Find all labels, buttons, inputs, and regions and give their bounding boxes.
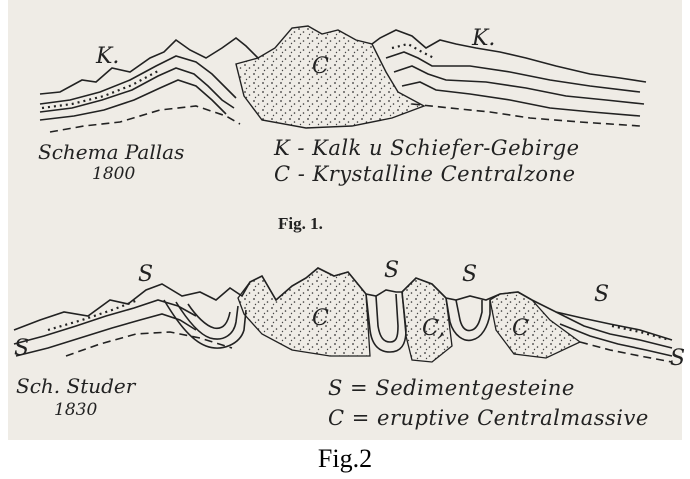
syncline-left-inner <box>188 304 230 328</box>
legend-k-definition: K - Kalk u Schiefer-Gebirge <box>274 136 580 160</box>
figure1-section <box>40 26 646 132</box>
caption-year-1830: 1830 <box>54 400 97 420</box>
label-k-left: K. <box>96 44 119 69</box>
syncline-mid-2-outer <box>446 298 490 340</box>
syncline-mid-2-inner <box>456 300 482 331</box>
figure2-section <box>14 268 672 362</box>
bottom-caption-fig2: Fig.2 <box>0 444 690 474</box>
label-c-right: C <box>512 316 529 341</box>
strata-left-2 <box>40 68 234 112</box>
label-s-edge-right: S <box>670 346 685 371</box>
label-s-right: S <box>594 282 609 307</box>
figure1-label: Fig. 1. <box>278 214 323 234</box>
strata-left-1 <box>40 56 236 104</box>
label-s-edge-left: S <box>14 336 29 361</box>
ridge-outline-left <box>40 38 258 94</box>
strata-fig2-left-dotted <box>48 300 138 330</box>
strata-right-2 <box>394 66 644 104</box>
syncline-mid-1-outer <box>366 292 406 352</box>
caption-year-1800: 1800 <box>92 164 135 184</box>
strata-left-dotted <box>42 71 158 108</box>
label-c-middle: C, <box>422 316 445 341</box>
massif-left-eruptive <box>238 268 370 356</box>
syncline-mid-1-inner <box>376 294 398 342</box>
label-s-top-middle-2: S <box>462 262 477 287</box>
legend-c2-definition: C = eruptive Centralmassive <box>328 406 649 430</box>
central-zone-crystalline <box>236 26 424 128</box>
strata-fig2-left-2 <box>16 314 196 356</box>
strata-left-dashed <box>50 106 240 132</box>
label-c-central: C <box>312 54 329 79</box>
label-c-left: C <box>312 306 329 331</box>
syncline-left-mid <box>176 302 238 339</box>
caption-sch-studer: Sch. Studer <box>16 374 135 398</box>
strata-fig2-left-dashed <box>66 332 232 356</box>
label-s-top-left: S <box>138 262 153 287</box>
label-k-right: K. <box>472 26 495 51</box>
label-s-top-middle: S <box>384 258 399 283</box>
legend-c-definition: C - Krystalline Centralzone <box>274 162 576 186</box>
strata-right-dashed <box>412 104 640 126</box>
caption-schema-pallas: Schema Pallas <box>38 140 184 164</box>
legend-s-definition: S = Sedimentgesteine <box>328 376 575 400</box>
strata-fig2-right-dotted <box>612 326 670 340</box>
